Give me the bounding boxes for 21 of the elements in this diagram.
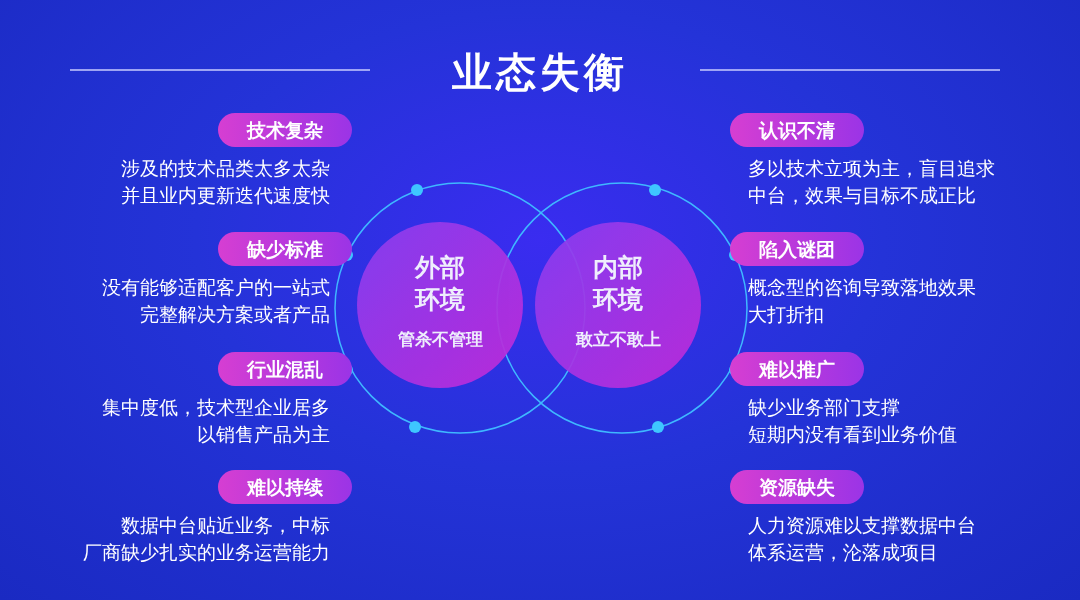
description-text: 没有能够适配客户的一站式完整解决方案或者产品 <box>101 275 330 327</box>
category-tag: 缺少标准 <box>218 232 352 266</box>
circle-heading: 外部环境 <box>413 252 466 316</box>
description-text: 多以技术立项为主，盲目追求中台，效果与目标不成正比 <box>748 156 996 208</box>
category-tag: 难以推广 <box>730 352 864 386</box>
circle-subtext: 管杀不管理 <box>396 328 484 351</box>
category-tag: 资源缺失 <box>730 470 864 504</box>
description-text: 集中度低，技术型企业居多以销售产品为主 <box>101 395 330 447</box>
category-tag: 技术复杂 <box>218 113 352 147</box>
category-tag: 行业混乱 <box>218 352 352 386</box>
description-text: 数据中台贴近业务，中标厂商缺少扎实的业务运营能力 <box>82 513 330 565</box>
title: 业态失衡 <box>451 48 629 97</box>
description-text: 涉及的技术品类太多太杂并且业内更新迭代速度快 <box>120 156 330 208</box>
category-tag: 陷入谜团 <box>730 232 864 266</box>
circle-heading: 内部环境 <box>591 252 644 316</box>
description-text: 概念型的咨询导致落地效果大打折扣 <box>748 275 977 327</box>
circle-subtext: 敢立不敢上 <box>574 328 662 351</box>
category-tag: 难以持续 <box>218 470 352 504</box>
category-tag: 认识不清 <box>730 113 864 147</box>
description-text: 人力资源难以支撑数据中台体系运营，沦落成项目 <box>748 513 977 565</box>
description-text: 缺少业务部门支撑短期内没有看到业务价值 <box>748 395 958 447</box>
